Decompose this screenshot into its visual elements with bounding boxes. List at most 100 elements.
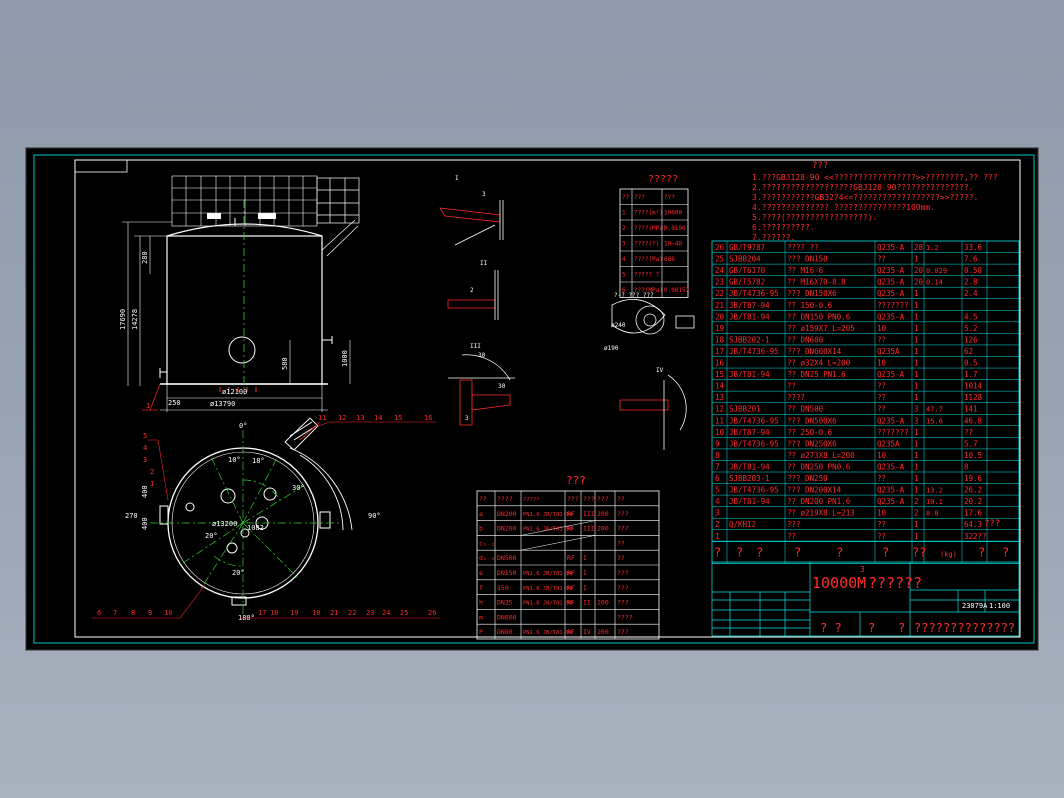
notes-heading: ??? — [812, 161, 828, 171]
dim-dia-outer: ø13790 — [210, 400, 235, 408]
nozzle-cell: 200 — [597, 525, 609, 533]
spec-cell: ????(Pa) — [634, 256, 663, 263]
nozzle-cell: e — [479, 569, 483, 577]
plan-dim-270: 270 — [125, 512, 138, 520]
svg-text:IV: IV — [656, 367, 664, 374]
bom-item-no: 26 — [715, 243, 725, 252]
nozzle-cell: DN200 — [497, 510, 517, 518]
nozzle-cell: RF — [567, 569, 575, 577]
nozzle-cell: b — [479, 525, 483, 533]
nozzle-cell: ??? — [617, 525, 629, 533]
nozzle-cell: ??? — [617, 510, 629, 518]
bom-item-no: 17 — [715, 347, 724, 356]
bom-item-no: 19 — [715, 324, 724, 333]
note-line: 6.??????????. — [752, 223, 815, 232]
bom-standard: GB/T5782 — [729, 278, 765, 287]
bom-total-weight: 1.7 — [964, 370, 978, 379]
bom-material: Q235A — [877, 347, 900, 356]
nozzle-cell: DN80 — [497, 628, 513, 636]
spec-cell: ????? ? — [634, 272, 660, 279]
bom-item-no: 12 — [715, 405, 724, 414]
svg-text:3: 3 — [143, 456, 147, 464]
svg-text:10: 10 — [312, 609, 320, 617]
bom-material: ?? — [877, 382, 886, 391]
bom-header-cell: ?? — [912, 545, 926, 559]
bom-name: ?? — [787, 382, 796, 391]
bom-item-no: 22 — [715, 289, 724, 298]
plan-leader-numbers: 11 12 13 14 15 16 5 4 3 2 1 6 7 8 9 10 1… — [97, 414, 436, 617]
bom-total-weight: ?? — [964, 428, 973, 437]
stairway — [316, 177, 360, 258]
spec-cell: ???(MPa) — [634, 287, 663, 294]
svg-text:?: ? — [898, 621, 905, 635]
svg-text:15: 15 — [394, 414, 402, 422]
drawing-title-sup: 3 — [860, 565, 865, 574]
svg-text:3: 3 — [482, 191, 486, 198]
note-line: 4.?????????????? ???????????????100mm. — [752, 203, 935, 212]
title-block — [711, 561, 1020, 637]
bom-name: ??? DN200X14 — [787, 486, 842, 495]
note-line: 3.???????????GB3274<<??????????????????>… — [752, 193, 978, 202]
svg-text:8: 8 — [131, 609, 135, 617]
plan-angle-90: 90° — [368, 512, 381, 520]
nozzle-cell: d₁₋₃ — [479, 554, 495, 562]
nozzle-cell: 150 — [497, 584, 509, 592]
bom-total-weight: 141 — [964, 405, 978, 414]
bom-header: ????????(kg)?? — [714, 545, 1009, 559]
nozzle-cell: DN600 — [497, 613, 517, 621]
bom-material: Q235-A — [877, 462, 905, 471]
bom-standard: JB/T4736-95 — [729, 289, 779, 298]
nozzle-cell: ??? — [617, 569, 629, 577]
bom-header-cell: ? — [836, 545, 843, 559]
bom-material: ?? — [877, 255, 886, 264]
bom-material: ??????? — [877, 428, 909, 437]
bom-qty: 1 — [914, 335, 919, 344]
svg-text:30: 30 — [478, 352, 486, 359]
dim-250: 250 — [168, 399, 181, 407]
nozzle-cell: RF — [567, 584, 575, 592]
bom-item-no: 24 — [715, 266, 725, 275]
bom-qty: 1 — [914, 486, 919, 495]
bom-material: Q235-A — [877, 416, 905, 425]
spec-table: ????????1????(m³)100002????(MPa)0.01963?… — [619, 188, 690, 298]
bom-qty: 1 — [914, 324, 919, 333]
bom-qty: 1 — [914, 370, 919, 379]
bom-qty: 1 — [914, 462, 919, 471]
title-block-text: 10000M 3 ?????? 23079A 1:100 ???????????… — [812, 519, 1015, 635]
plan-angle-18: 18° — [252, 457, 265, 465]
bom-material: ??????? — [877, 301, 909, 310]
bom-qty: 1 — [914, 520, 919, 529]
bom-name: ?? 150-0.6 — [787, 301, 833, 310]
bom-item-no: 2 — [715, 520, 720, 529]
bom-total-weight: 2.4 — [964, 289, 978, 298]
bom-qty: 1 — [914, 382, 919, 391]
bom-total-weight: 10.5 — [964, 451, 982, 460]
bom-material: Q235-A — [877, 497, 905, 506]
bom-unit-weight: 8.8 — [926, 510, 939, 518]
nozzle-cell: ?? — [617, 554, 625, 562]
bom-qty: 28 — [914, 243, 924, 252]
bom-name: ??? DN250X6 — [787, 439, 837, 448]
plan-dim-400a: 400 — [141, 485, 149, 498]
svg-text:7: 7 — [113, 609, 117, 617]
bom-name: ?? M16-6 — [787, 266, 824, 275]
bom-qty: 1 — [914, 474, 919, 483]
bom-qty: 2 — [914, 509, 919, 518]
plan-centerlines — [150, 430, 340, 615]
bom-qty: 1 — [914, 301, 919, 310]
note-line: 5.????(?????????????????). — [752, 213, 877, 222]
nozzle-cell: III — [583, 510, 595, 518]
nozzle-cell: DN500 — [497, 554, 517, 562]
bom-material: 10 — [877, 509, 887, 518]
svg-text:13: 13 — [356, 414, 364, 422]
bom-unit-weight: 0.14 — [926, 279, 943, 287]
bom-standard: JB/T4736-95 — [729, 416, 779, 425]
bom-header-cell: ? — [794, 545, 801, 559]
bom-qty: 3 — [914, 416, 919, 425]
scaffold-grid — [171, 175, 318, 227]
bom-standard: JB/T81-94 — [729, 497, 770, 506]
plan-leaders — [92, 421, 440, 619]
